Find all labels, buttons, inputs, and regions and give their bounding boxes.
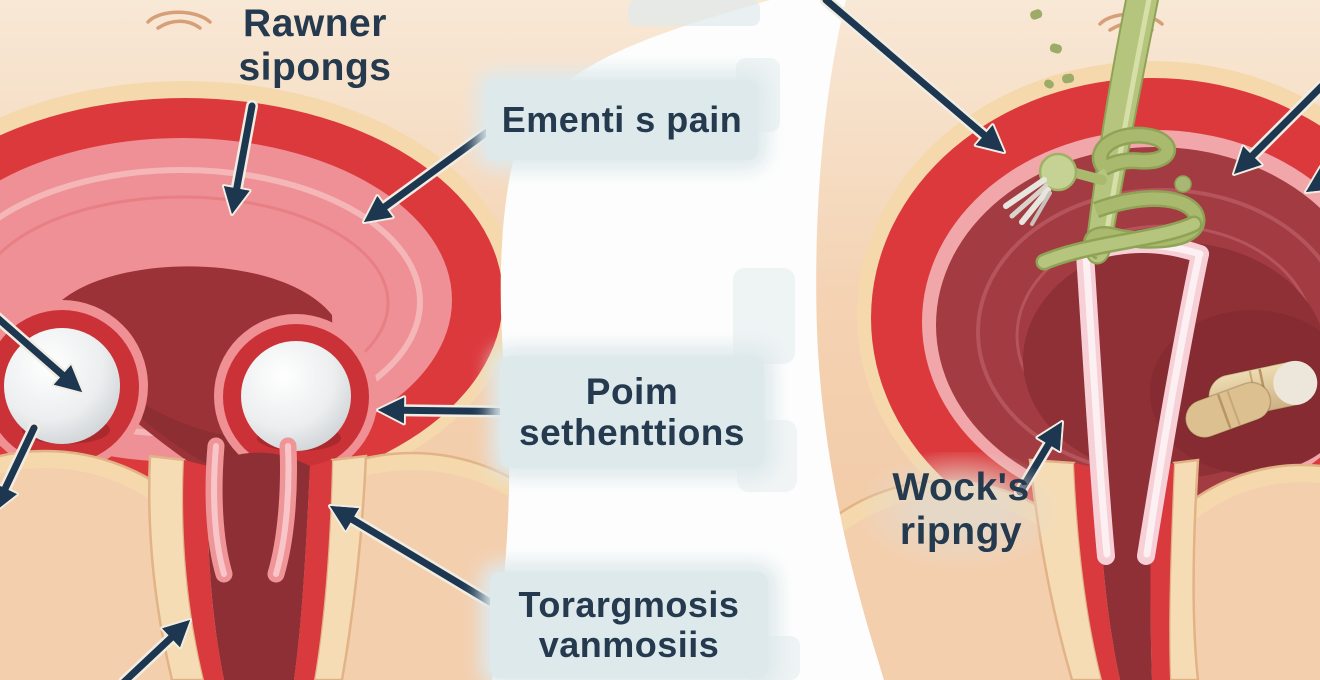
label-ementi-line1: Ementi s pain [501,98,743,140]
arrow-right-edge [1304,165,1320,194]
navel-icon-left [146,10,212,30]
arrow-right-entry [820,0,1006,154]
arrow-right-upper [1232,80,1320,176]
label-torargmosis: Torargmosis vanmosiis [490,572,768,678]
sphere-right-group [214,314,378,478]
right-figure [816,0,1320,680]
arrow-ementi [362,124,496,224]
arrow-canal-left [118,618,192,680]
capsule-small [1184,381,1272,439]
label-poim-line2: sethenttions [519,412,745,453]
label-poim: Poim sethenttions [500,356,764,468]
label-wocks-line1: Wock's [892,466,1030,509]
label-rawner: Rawner sipongs [220,2,410,89]
label-torargmosis-line1: Torargmosis [518,583,740,625]
label-ementi: Ementi s pain [486,80,758,160]
green-stalk [1003,0,1206,271]
stalk-bulb [1038,152,1078,192]
label-rawner-line2: sipongs [238,45,392,89]
arrow-left-sphere [0,312,84,394]
label-wocks-line2: ripngy [899,509,1023,553]
canal-right [1028,458,1200,680]
label-wocks: Wock's ripngy [862,452,1060,568]
organ-cross-section-right [857,61,1320,569]
arrow-torargmosis [328,504,496,608]
green-dot [1174,175,1192,193]
white-sphere-right [241,341,351,451]
label-torargmosis-line2: vanmosiis [538,624,720,665]
label-poim-line1: Poim [585,370,679,412]
label-rawner-line1: Rawner [243,2,387,45]
bulb-tassel [1003,177,1052,226]
arrow-rawner [221,100,258,216]
seeds [1030,9,1075,89]
arrow-left-lower [0,422,40,510]
